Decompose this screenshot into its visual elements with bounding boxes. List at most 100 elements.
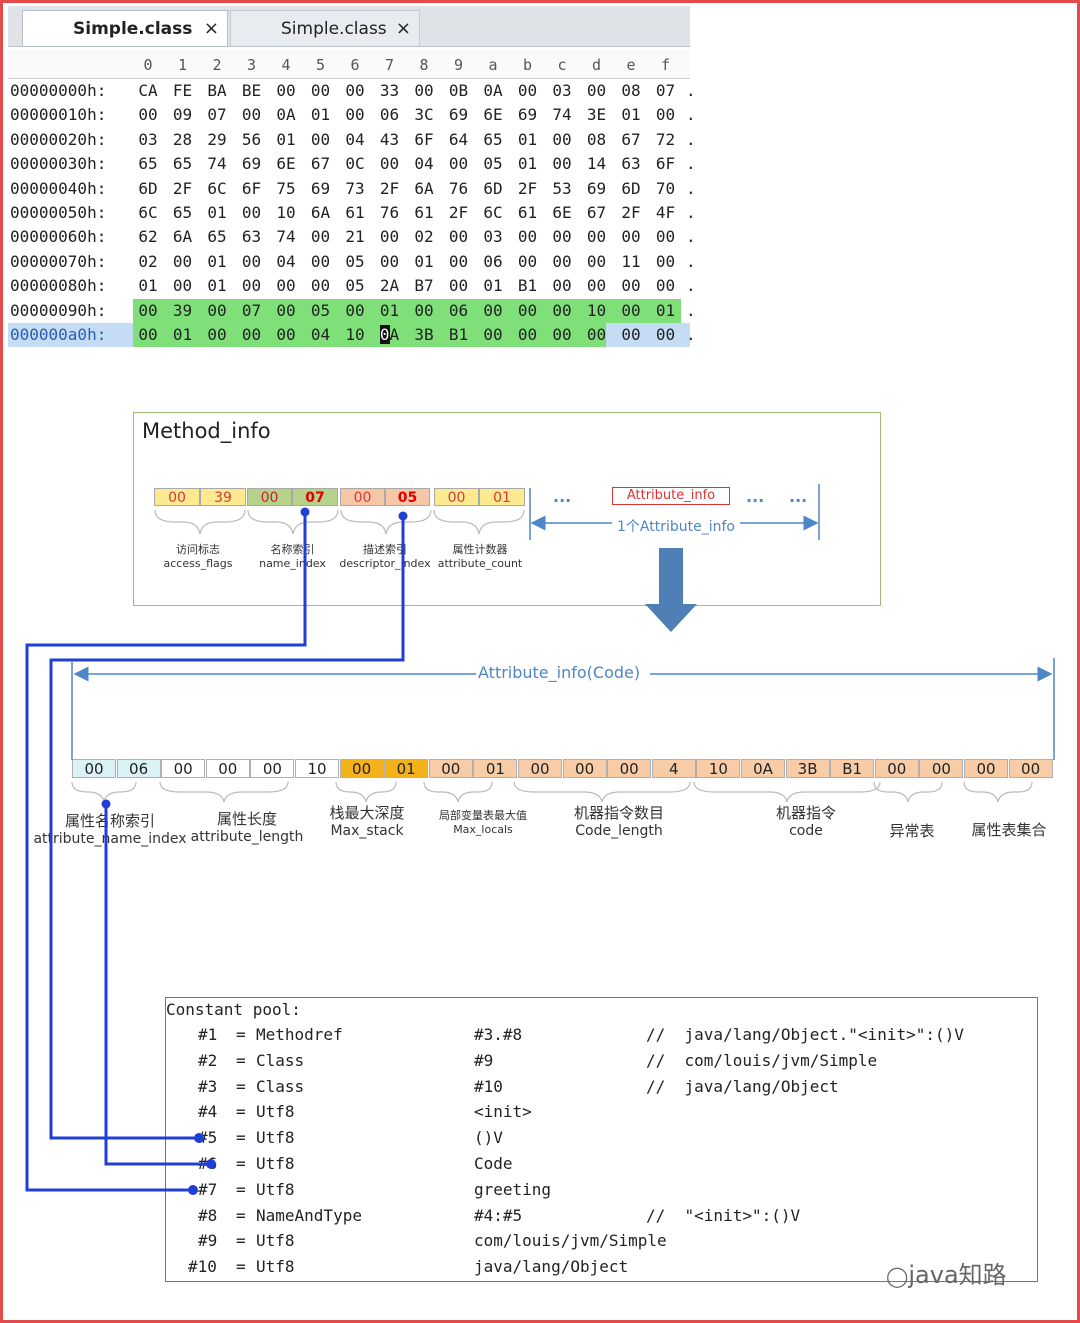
hex-byte[interactable]: 2F xyxy=(172,178,193,198)
hex-byte[interactable]: CA xyxy=(138,81,158,100)
hex-byte[interactable]: 43 xyxy=(379,129,400,149)
hex-byte[interactable]: 6C xyxy=(483,203,503,222)
hex-byte[interactable]: 00 xyxy=(586,325,607,344)
hex-byte[interactable]: 00 xyxy=(448,251,469,271)
hex-byte[interactable]: 00 xyxy=(345,300,365,320)
hex-byte[interactable]: 76 xyxy=(448,178,469,198)
hex-byte[interactable]: 00 xyxy=(172,251,193,271)
hex-byte[interactable]: 3B xyxy=(414,325,434,344)
hex-byte[interactable]: 00 xyxy=(655,276,676,296)
hex-byte[interactable]: 6D xyxy=(621,178,641,198)
hex-byte[interactable]: 01 xyxy=(310,105,331,125)
hex-byte[interactable]: 69 xyxy=(586,178,607,198)
hex-byte[interactable]: 00 xyxy=(172,276,193,296)
hex-byte[interactable]: 02 xyxy=(414,227,434,247)
hex-byte[interactable]: 00 xyxy=(310,276,331,296)
hex-byte[interactable]: 00 xyxy=(276,300,296,320)
hex-byte[interactable]: 00 xyxy=(379,154,400,174)
hex-byte[interactable]: 00 xyxy=(552,325,572,344)
hex-byte[interactable]: 69 xyxy=(517,105,538,125)
hex-byte[interactable]: 03 xyxy=(138,129,158,149)
hex-byte[interactable]: 01 xyxy=(517,154,538,174)
hex-byte[interactable]: 00 xyxy=(241,105,262,125)
hex-byte[interactable]: 29 xyxy=(207,129,227,149)
hex-byte[interactable]: BA xyxy=(207,81,227,100)
hex-byte[interactable]: 67 xyxy=(310,154,331,174)
hex-byte[interactable]: 01 xyxy=(207,203,227,222)
hex-byte[interactable]: 06 xyxy=(379,105,400,125)
hex-byte[interactable]: 00 xyxy=(310,227,331,247)
hex-byte[interactable]: 00 xyxy=(241,276,262,296)
hex-byte[interactable]: 00 xyxy=(552,276,572,296)
hex-byte[interactable]: 00 xyxy=(207,325,227,344)
hex-byte[interactable]: B1 xyxy=(448,325,469,344)
hex-byte[interactable]: 00 xyxy=(241,325,262,344)
hex-byte[interactable]: 02 xyxy=(138,251,158,271)
hex-byte[interactable]: 74 xyxy=(552,105,572,125)
hex-byte[interactable]: 4F xyxy=(655,203,676,222)
hex-byte[interactable]: 00 xyxy=(483,300,503,320)
hex-byte[interactable]: 00 xyxy=(379,251,400,271)
close-icon[interactable]: × xyxy=(203,18,219,39)
hex-byte[interactable]: 75 xyxy=(276,178,296,198)
hex-byte[interactable]: 6E xyxy=(276,154,296,174)
hex-byte[interactable]: 00 xyxy=(138,300,158,320)
hex-byte[interactable]: 00 xyxy=(310,129,331,149)
hex-byte[interactable]: 10 xyxy=(276,203,296,222)
hex-byte[interactable]: 00 xyxy=(241,203,262,222)
hex-byte[interactable]: 01 xyxy=(207,276,227,296)
hex-byte[interactable]: 05 xyxy=(345,276,365,296)
hex-byte[interactable]: 01 xyxy=(276,129,296,149)
hex-byte[interactable]: 00 xyxy=(448,276,469,296)
hex-byte[interactable]: 65 xyxy=(138,154,158,174)
hex-byte[interactable]: 00 xyxy=(207,300,227,320)
hex-byte[interactable]: 3E xyxy=(586,105,607,125)
hex-byte[interactable]: 0C xyxy=(345,154,365,174)
hex-byte[interactable]: 00 xyxy=(552,300,572,320)
hex-byte[interactable]: 6C xyxy=(138,203,158,222)
hex-byte[interactable]: 08 xyxy=(586,129,607,149)
hex-byte[interactable]: 6A xyxy=(414,178,434,198)
hex-byte[interactable]: 05 xyxy=(345,251,365,271)
hex-byte[interactable]: 07 xyxy=(655,81,676,100)
hex-byte[interactable]: 03 xyxy=(483,227,503,247)
hex-byte[interactable]: 01 xyxy=(621,105,641,125)
hex-byte[interactable]: 62 xyxy=(138,227,158,247)
hex-byte[interactable]: 39 xyxy=(172,300,193,320)
hex-byte[interactable]: 14 xyxy=(586,154,607,174)
hex-byte[interactable]: 64 xyxy=(448,129,469,149)
hex-byte[interactable]: 00 xyxy=(138,105,158,125)
hex-byte[interactable]: 04 xyxy=(414,154,434,174)
hex-byte[interactable]: 6A xyxy=(172,227,193,247)
hex-byte[interactable]: 00 xyxy=(621,325,641,344)
hex-byte[interactable]: 2F xyxy=(448,203,469,222)
hex-byte[interactable]: 00 xyxy=(655,105,676,125)
hex-byte[interactable]: 0A xyxy=(483,81,503,100)
hex-byte[interactable]: 00 xyxy=(552,154,572,174)
hex-byte[interactable]: 00 xyxy=(241,251,262,271)
hex-byte[interactable]: 2F xyxy=(517,178,538,198)
hex-byte[interactable]: 00 xyxy=(379,227,400,247)
hex-byte[interactable]: 2A xyxy=(379,276,400,296)
hex-byte[interactable]: 6E xyxy=(483,105,503,125)
hex-byte[interactable]: 00 xyxy=(552,251,572,271)
hex-byte[interactable]: 65 xyxy=(207,227,227,247)
hex-byte[interactable]: 03 xyxy=(552,81,572,100)
hex-byte[interactable]: 69 xyxy=(241,154,262,174)
hex-byte[interactable]: 67 xyxy=(621,129,641,149)
hex-byte[interactable]: 00 xyxy=(517,300,538,320)
hex-byte[interactable]: 6D xyxy=(138,178,158,198)
hex-byte[interactable]: 01 xyxy=(517,129,538,149)
hex-byte[interactable]: 33 xyxy=(379,81,400,100)
hex-byte[interactable]: 6A xyxy=(310,203,331,222)
hex-byte[interactable]: 65 xyxy=(483,129,503,149)
hex-byte[interactable]: 00 xyxy=(552,129,572,149)
hex-byte[interactable]: 61 xyxy=(414,203,434,222)
hex-byte[interactable]: 08 xyxy=(621,81,641,100)
hex-byte[interactable]: B7 xyxy=(414,276,434,296)
hex-byte[interactable]: 10 xyxy=(586,300,607,320)
